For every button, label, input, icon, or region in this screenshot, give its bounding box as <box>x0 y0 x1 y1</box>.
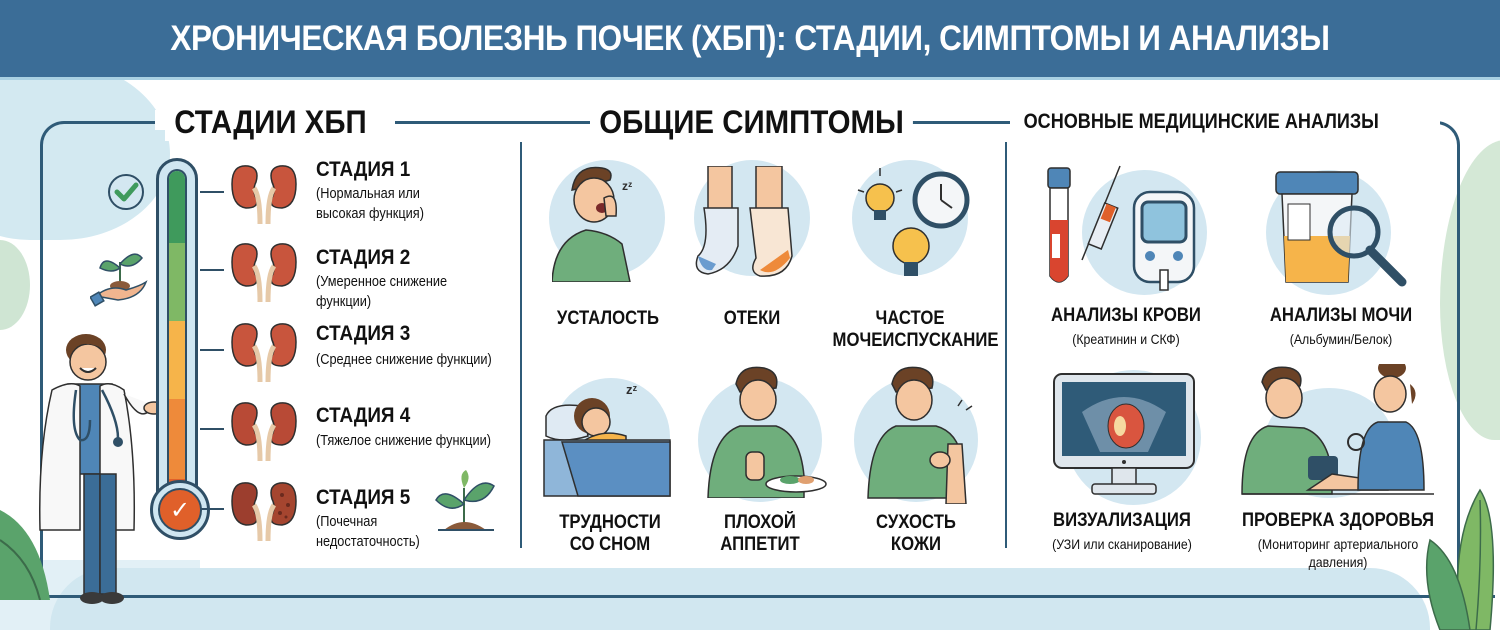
stage-1-label: СТАДИЯ 1 <box>316 158 411 181</box>
check-icon: ✓ <box>158 488 202 532</box>
stage-desc-line: (Умеренное снижение <box>316 274 448 290</box>
stage-desc-line: высокая функция) <box>316 206 424 222</box>
kidney-icon <box>226 320 302 384</box>
test-sub-health-check: (Мониторинг артериального давления) <box>1238 535 1439 571</box>
swollen-feet-icon <box>690 166 810 280</box>
page-title: ХРОНИЧЕСКАЯ БОЛЕЗНЬ ПОЧЕК (ХБП): СТАДИИ,… <box>170 18 1330 58</box>
bottom-rule <box>25 595 1495 598</box>
kidney-icon <box>226 240 302 304</box>
stage-desc-line: (Тяжелое снижение функции) <box>316 433 491 449</box>
svg-text:zᶻ: zᶻ <box>622 179 632 193</box>
thermo-segment-2 <box>169 243 185 321</box>
thermometer-fill <box>167 169 187 515</box>
symptom-label-frequent-urination: ЧАСТОЕ МОЧЕИСПУСКАНИЕ <box>832 308 999 352</box>
leaf-decoration-icon <box>1420 480 1500 630</box>
refusing-food-icon <box>700 364 830 498</box>
symptom-label-line: ПЛОХОЙ <box>724 512 796 533</box>
stage-4-desc: (Тяжелое снижение функции) <box>316 431 491 451</box>
symptom-label-line: СО СНОМ <box>569 534 651 555</box>
kidney-icon <box>226 162 302 226</box>
section-title-tests: ОСНОВНЫЕ МЕДИЦИНСКИЕ АНАЛИЗЫ <box>1015 110 1388 134</box>
blood-test-icon <box>1042 164 1222 294</box>
itchy-skin-icon <box>866 364 976 504</box>
test-sub-urine: (Альбумин/Белок) <box>1289 331 1393 347</box>
stage-2-desc: (Умеренное снижение функции) <box>316 272 447 312</box>
stage-desc-line: (Среднее снижение функции) <box>316 352 492 368</box>
test-sub-imaging: (УЗИ или сканирование) <box>1052 536 1192 552</box>
checkmark-icon <box>106 172 146 212</box>
stage-5-desc: (Почечная недостаточность) <box>316 512 420 552</box>
symptom-label-edema: ОТЕКИ <box>696 308 809 330</box>
doctor-illustration <box>30 330 170 610</box>
thermo-segment-1 <box>169 171 185 243</box>
stage-tick <box>200 269 224 271</box>
stage-3-label: СТАДИЯ 3 <box>316 322 411 345</box>
stage-desc-line: (Почечная <box>316 514 378 530</box>
hand-sprout-icon <box>90 244 150 308</box>
section-divider <box>520 142 522 548</box>
sprout-icon <box>434 468 496 534</box>
symptom-label-line: ЧАСТОЕ <box>875 308 945 329</box>
lightbulb-clock-icon <box>846 160 976 284</box>
symptom-label-line: КОЖИ <box>890 534 942 555</box>
symptom-label-line: АППЕТИТ <box>720 534 800 555</box>
urine-test-icon <box>1272 170 1412 290</box>
sleeping-person-icon: zᶻ <box>542 376 672 500</box>
leaf-decoration-icon <box>0 470 60 600</box>
background-band <box>50 568 1430 630</box>
symptom-label-fatigue: УСТАЛОСТЬ <box>548 308 668 330</box>
svg-text:zᶻ: zᶻ <box>626 382 638 397</box>
test-label-imaging: ВИЗУАЛИЗАЦИЯ <box>1053 510 1191 531</box>
stage-tick <box>200 428 224 430</box>
header-banner: ХРОНИЧЕСКАЯ БОЛЕЗНЬ ПОЧЕК (ХБП): СТАДИИ,… <box>0 0 1500 80</box>
thermo-segment-4 <box>169 399 185 479</box>
symptom-label-line: ТРУДНОСТИ <box>559 512 661 533</box>
test-sub-line: давления) <box>1308 554 1368 570</box>
symptom-label-line: УСТАЛОСТЬ <box>556 308 660 329</box>
stage-tick <box>200 349 224 351</box>
thermometer-bulb: ✓ <box>150 480 210 540</box>
symptom-label-line: ОТЕКИ <box>723 308 781 329</box>
test-label-urine: АНАЛИЗЫ МОЧИ <box>1269 305 1413 326</box>
background-blob <box>0 240 30 330</box>
ultrasound-monitor-icon <box>1052 372 1196 498</box>
symptom-label-sleep-problems: ТРУДНОСТИ СО СНОМ <box>548 512 671 556</box>
thermo-segment-3 <box>169 321 185 399</box>
stage-desc-line: функции) <box>316 294 372 310</box>
section-divider <box>1005 142 1007 548</box>
blood-pressure-check-icon <box>1238 364 1438 498</box>
stage-desc-line: (Нормальная или <box>316 186 420 202</box>
stage-1-desc: (Нормальная или высокая функция) <box>316 184 424 224</box>
stage-3-desc: (Среднее снижение функции) <box>316 350 492 370</box>
test-sub-blood: (Креатинин и СКФ) <box>1072 331 1180 347</box>
stage-tick <box>200 191 224 193</box>
section-title-symptoms: ОБЩИЕ СИМПТОМЫ <box>590 104 914 141</box>
damaged-kidney-icon <box>226 479 302 543</box>
stage-desc-line: недостаточность) <box>316 534 420 550</box>
yawning-person-icon: zᶻ <box>552 160 662 282</box>
kidney-icon <box>226 399 302 463</box>
stage-thermometer <box>156 158 198 518</box>
stage-2-label: СТАДИЯ 2 <box>316 246 411 269</box>
stage-5-label: СТАДИЯ 5 <box>316 486 411 509</box>
symptom-label-poor-appetite: ПЛОХОЙ АППЕТИТ <box>704 512 817 556</box>
test-sub-line: (Мониторинг артериального <box>1257 536 1419 552</box>
section-title-stages: СТАДИИ ХБП <box>165 104 376 141</box>
symptom-label-line: СУХОСТЬ <box>876 512 956 533</box>
test-label-blood: АНАЛИЗЫ КРОВИ <box>1051 305 1201 326</box>
test-label-health-check: ПРОВЕРКА ЗДОРОВЬЯ <box>1241 510 1435 531</box>
stage-4-label: СТАДИЯ 4 <box>316 404 411 427</box>
symptom-label-line: МОЧЕИСПУСКАНИЕ <box>832 330 999 351</box>
symptom-label-dry-skin: СУХОСТЬ КОЖИ <box>860 512 973 556</box>
stage-tick <box>200 508 224 510</box>
